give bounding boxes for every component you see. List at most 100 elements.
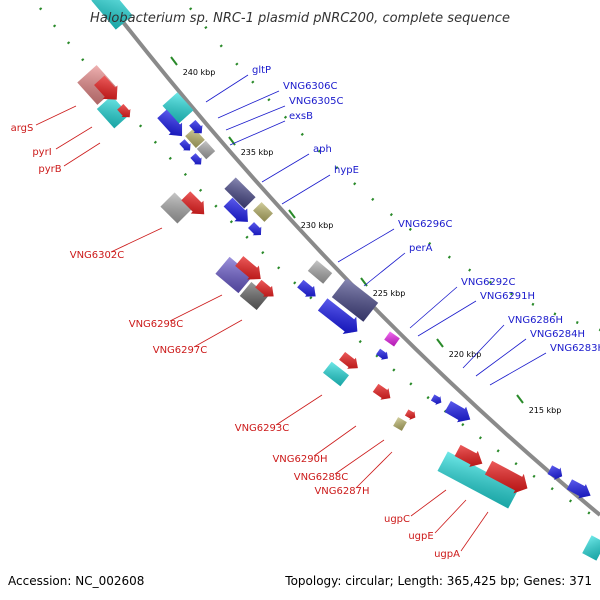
- gene-label-reverse[interactable]: argS: [11, 123, 34, 134]
- leader-line: [489, 352, 547, 386]
- leader-line: [355, 451, 393, 489]
- gene-label-reverse[interactable]: ugpC: [384, 514, 410, 525]
- leader-line: [337, 228, 395, 263]
- leader-line: [409, 286, 458, 329]
- gene-block: [91, 0, 133, 30]
- gene-label-forward[interactable]: VNG6305C: [289, 96, 344, 107]
- gene-label-forward[interactable]: exsB: [289, 111, 313, 122]
- gene-block: [393, 417, 407, 431]
- tick-label: 225 kbp: [373, 289, 406, 298]
- gene-block: [224, 177, 256, 209]
- leader-line: [410, 489, 447, 517]
- gene-block: [331, 278, 379, 322]
- gene-label-forward[interactable]: perA: [409, 243, 433, 254]
- gene-label-reverse[interactable]: VNG6297C: [153, 345, 208, 356]
- gene-arrow: [404, 409, 416, 420]
- leader-line: [475, 338, 527, 377]
- gene-arrow: [484, 460, 528, 494]
- leader-line: [63, 142, 101, 167]
- gene-label-forward[interactable]: gltP: [252, 65, 271, 76]
- gene-label-forward[interactable]: VNG6292C: [461, 277, 516, 288]
- gene-arrow: [248, 222, 262, 236]
- gene-block: [582, 535, 600, 561]
- leader-line: [460, 511, 489, 552]
- leader-line: [434, 499, 467, 534]
- gene-label-forward[interactable]: VNG6291H: [480, 291, 535, 302]
- label-leaders: [35, 74, 547, 552]
- gene-label-forward[interactable]: VNG6283H: [550, 343, 600, 354]
- gene-arrow: [547, 465, 563, 480]
- topology-text: Topology: circular; Length: 365,425 bp; …: [284, 574, 592, 588]
- leader-line: [313, 425, 357, 457]
- gene-label-reverse[interactable]: VNG6302C: [70, 250, 125, 261]
- gene-label-reverse[interactable]: ugpA: [434, 549, 460, 560]
- leader-line: [193, 319, 243, 348]
- gene-block: [253, 202, 273, 222]
- gene-label-forward[interactable]: aph: [313, 144, 332, 155]
- gene-arrow: [430, 394, 442, 405]
- gene-arrow: [372, 383, 391, 400]
- gene-arrow: [223, 197, 248, 222]
- gene-label-forward[interactable]: VNG6284H: [530, 329, 585, 340]
- tick-mark: [288, 209, 296, 219]
- gene-block: [384, 331, 400, 347]
- gene-arrow: [255, 279, 274, 297]
- gene-label-forward[interactable]: VNG6286H: [508, 315, 563, 326]
- tick-mark: [436, 338, 444, 348]
- gene-arrow: [444, 401, 471, 423]
- gene-arrow: [189, 119, 203, 134]
- gene-arrow: [157, 109, 183, 137]
- leader-line: [217, 90, 280, 119]
- gene-label-reverse[interactable]: pyrB: [38, 164, 61, 175]
- gene-block: [323, 361, 349, 387]
- gene-arrow: [339, 351, 358, 369]
- gene-label-reverse[interactable]: pyrI: [32, 147, 51, 158]
- leader-line: [275, 394, 323, 426]
- gene-label-reverse[interactable]: VNG6298C: [129, 319, 184, 330]
- leader-line: [363, 252, 406, 287]
- gene-block: [160, 192, 192, 224]
- gene-block: [185, 128, 205, 148]
- tick-label: 215 kbp: [529, 406, 562, 415]
- gene-arrow: [190, 153, 202, 165]
- gene-track: [77, 0, 600, 561]
- gene-label-reverse[interactable]: VNG6287H: [314, 486, 369, 497]
- tick-mark: [170, 56, 178, 66]
- gene-label-forward[interactable]: VNG6296C: [398, 219, 453, 230]
- gene-block: [215, 256, 253, 294]
- gene-label-reverse[interactable]: VNG6288C: [294, 472, 349, 483]
- gene-label-reverse[interactable]: VNG6293C: [235, 423, 290, 434]
- gene-block: [307, 260, 333, 284]
- map-title: Halobacterium sp. NRC-1 plasmid pNRC200,…: [90, 11, 510, 26]
- tick-label: 230 kbp: [301, 221, 334, 230]
- gene-arrow: [376, 348, 388, 360]
- leader-line: [35, 105, 77, 126]
- gene-block: [162, 92, 194, 124]
- gene-arrow: [235, 256, 261, 280]
- leader-line: [110, 227, 163, 253]
- leader-line: [261, 153, 310, 183]
- leader-line: [169, 294, 223, 322]
- gene-arrow: [179, 139, 191, 151]
- accession-text: Accession: NC_002608: [8, 574, 144, 588]
- backbone: [110, 6, 600, 517]
- gene-label-forward[interactable]: VNG6306C: [283, 81, 338, 92]
- leader-line: [55, 126, 93, 150]
- leader-line: [417, 300, 477, 337]
- gene-block: [196, 140, 216, 160]
- gene-label-reverse[interactable]: ugpE: [408, 531, 433, 542]
- inner-ring: [189, 7, 600, 332]
- tick-label: 220 kbp: [449, 350, 482, 359]
- gene-block: [239, 282, 269, 310]
- gene-arrow: [181, 191, 205, 215]
- leader-line: [334, 439, 385, 475]
- gene-arrow: [94, 75, 118, 100]
- gene-label-forward[interactable]: hypE: [334, 165, 359, 176]
- gene-arrow: [454, 444, 483, 467]
- tick-mark: [516, 394, 524, 404]
- leader-line: [281, 174, 331, 205]
- gene-label-reverse[interactable]: VNG6290H: [272, 454, 327, 465]
